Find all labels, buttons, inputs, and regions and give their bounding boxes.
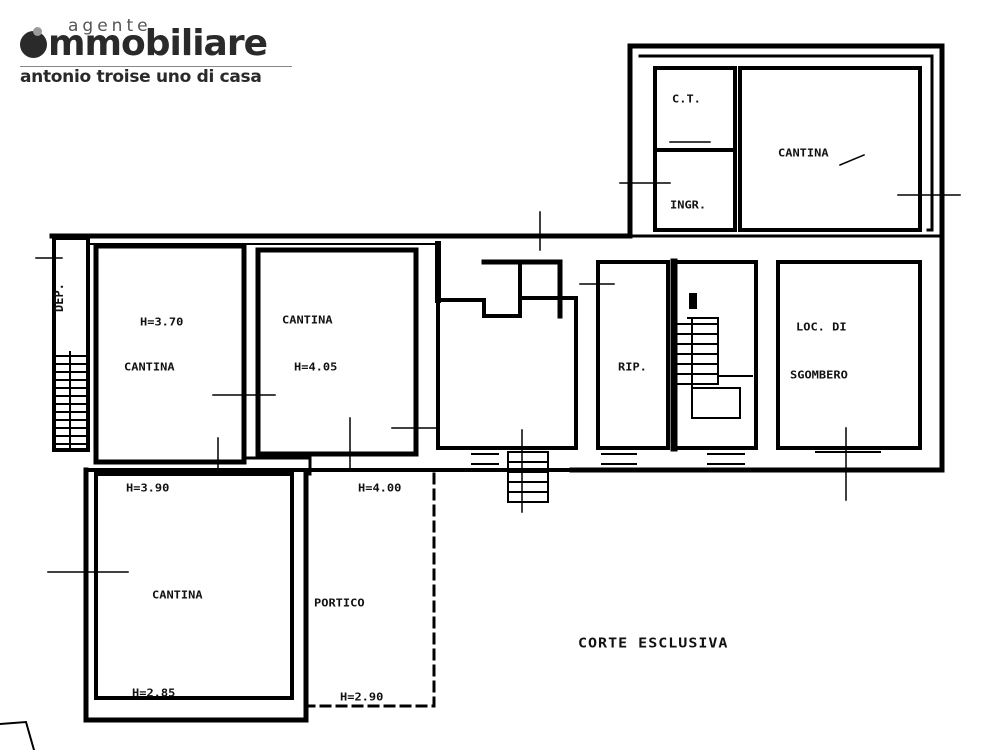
room-label-cantina-3: CANTINA: [152, 588, 203, 602]
room-label-ingr: INGR.: [670, 198, 707, 212]
room-label-cantina-1: CANTINA: [124, 360, 175, 374]
logo-divider: [20, 66, 292, 67]
room-height-top-portico: H=4.00: [358, 481, 402, 495]
room-label-ct: C.T.: [672, 92, 701, 106]
agency-logo: agente mmobiliare antonio troise uno di …: [20, 14, 300, 87]
room-label-deposito: DEP.: [52, 283, 66, 312]
room-height-top-cantina-3: H=3.90: [126, 481, 170, 495]
outdoor-label-corte-esclusiva: CORTE ESCLUSIVA: [578, 634, 729, 652]
room-label-cantina-2: CANTINA: [282, 313, 333, 327]
room-label-loc-line1: LOC. DI: [796, 320, 847, 334]
room-label-loc-line2: SGOMBERO: [790, 368, 848, 382]
room-height-cantina-2: H=4.05: [294, 360, 338, 374]
room-height-bottom-portico: H=2.90: [340, 690, 384, 704]
logo-brand: mmobiliare: [20, 24, 268, 64]
room-height-bottom-cantina-3: H=2.85: [132, 686, 176, 700]
room-label-portico: PORTICO: [314, 596, 365, 610]
logo-a-icon: [20, 27, 47, 58]
room-label-cantina-4: CANTINA: [778, 146, 829, 160]
room-label-rip: RIP.: [618, 360, 647, 374]
room-height-cantina-1: H=3.70: [140, 315, 184, 329]
logo-tagline: antonio troise uno di casa: [20, 67, 262, 87]
logo-prefix: agente: [68, 16, 152, 36]
